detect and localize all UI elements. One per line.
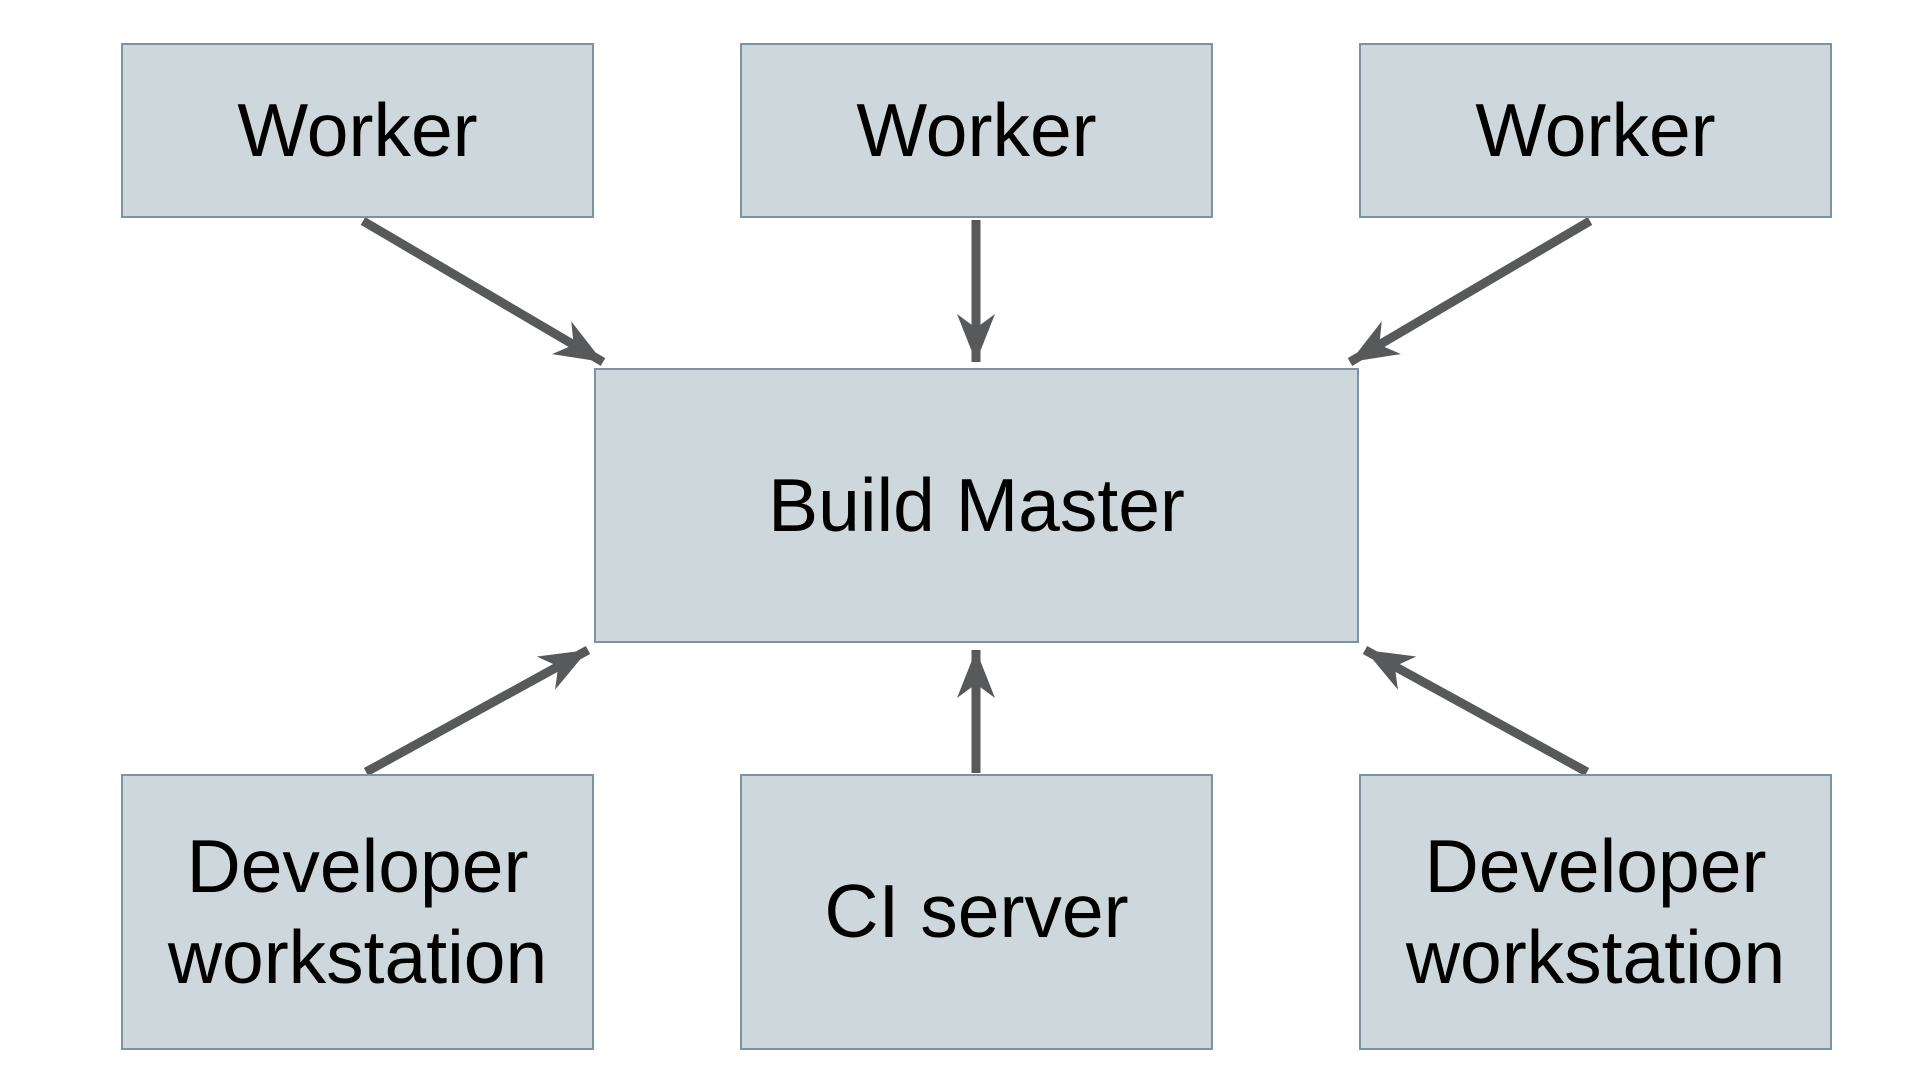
node-worker-2-label: Worker [856, 87, 1097, 172]
node-worker-1-label: Worker [237, 87, 478, 172]
node-worker-3: Worker [1359, 43, 1832, 218]
node-worker-1: Worker [121, 43, 594, 218]
node-build-master-label: Build Master [768, 462, 1185, 547]
node-dev-workstation-1: Developer workstation [121, 774, 594, 1050]
node-ci-server: CI server [740, 774, 1213, 1050]
node-dev-workstation-2: Developer workstation [1359, 774, 1832, 1050]
arrow-worker3-to-buildmaster [1347, 217, 1593, 366]
node-worker-3-label: Worker [1475, 87, 1716, 172]
node-worker-2: Worker [740, 43, 1213, 218]
node-ci-server-label: CI server [824, 869, 1129, 954]
node-dev-workstation-2-label: Developer workstation [1405, 823, 1786, 1000]
node-build-master: Build Master [594, 368, 1359, 643]
arrow-worker1-to-buildmaster [360, 217, 606, 366]
arrow-devworkstation2-to-buildmaster [1362, 646, 1590, 776]
arrow-devworkstation1-to-buildmaster [363, 646, 591, 776]
node-dev-workstation-1-label: Developer workstation [167, 823, 548, 1000]
